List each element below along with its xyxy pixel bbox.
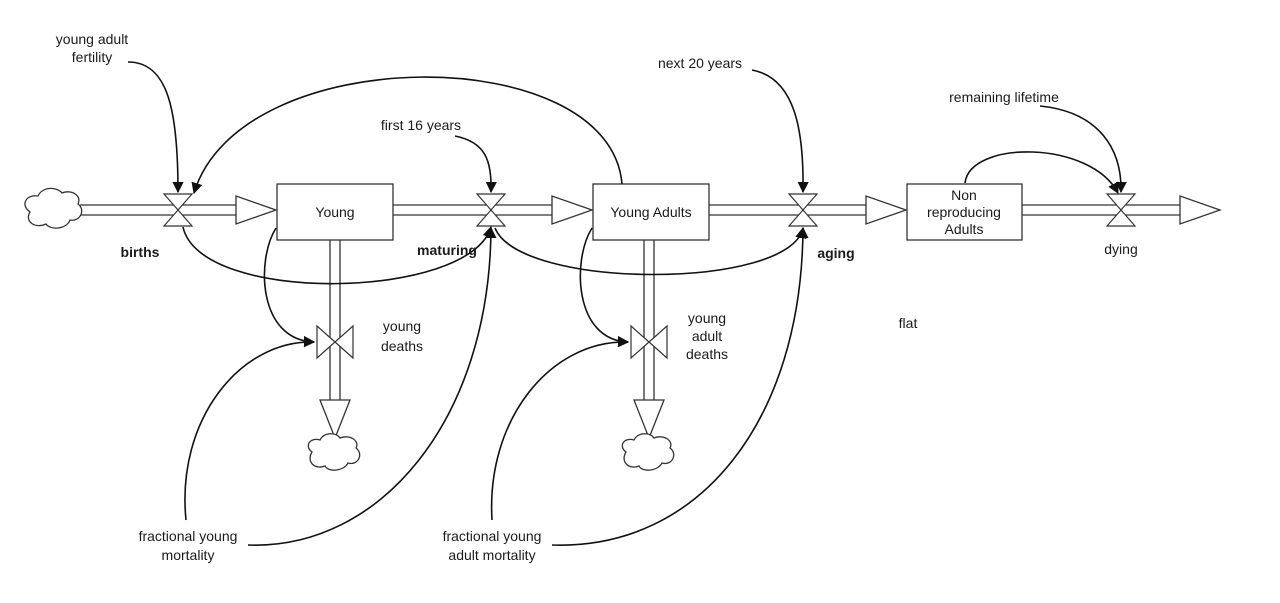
stock-non-reproducing-label-line2: reproducing bbox=[927, 204, 1001, 220]
young-adult-deaths-pipe bbox=[633, 240, 665, 440]
stock-non-reproducing-adults[interactable]: Non reproducing Adults bbox=[906, 183, 1023, 241]
fractional-young-adult-mortality-label-line1: fractional young bbox=[443, 528, 542, 544]
first-16-years-label: first 16 years bbox=[381, 117, 461, 133]
link-first16-to-maturing bbox=[454, 135, 497, 194]
link-young-adults-to-births bbox=[191, 76, 623, 195]
next-20-years-label: next 20 years bbox=[658, 55, 742, 71]
link-remaining-to-dying bbox=[1039, 105, 1127, 194]
dying-label: dying bbox=[1104, 241, 1137, 257]
stock-young[interactable]: Young bbox=[276, 183, 394, 241]
young-deaths-sink-cloud-icon bbox=[307, 433, 361, 471]
fractional-young-mortality-label-line2: mortality bbox=[162, 547, 215, 563]
young-deaths-valve-icon[interactable] bbox=[316, 324, 354, 360]
births-valve-icon[interactable] bbox=[162, 193, 194, 227]
flat-label: flat bbox=[899, 315, 918, 331]
maturing-valve-icon[interactable] bbox=[475, 193, 507, 227]
main-flow-pipe bbox=[80, 195, 1222, 225]
aging-valve-icon[interactable] bbox=[787, 193, 819, 227]
fractional-young-adult-mortality-label-line2: adult mortality bbox=[448, 547, 535, 563]
young-deaths-label-line1: young bbox=[383, 318, 421, 334]
link-young-to-young-deaths bbox=[263, 227, 316, 348]
source-cloud-icon bbox=[24, 187, 83, 229]
young-deaths-label-line2: deaths bbox=[381, 338, 423, 354]
young-adult-deaths-valve-icon[interactable] bbox=[630, 324, 668, 360]
stock-young-adults-label: Young Adults bbox=[610, 204, 691, 220]
young-adult-deaths-label-line1: young bbox=[688, 310, 726, 326]
link-fyam-to-aging bbox=[551, 226, 809, 546]
births-label: births bbox=[121, 244, 160, 260]
young-adult-deaths-label-line3: deaths bbox=[686, 346, 728, 362]
stock-young-label: Young bbox=[315, 204, 354, 220]
maturing-label: maturing bbox=[417, 242, 477, 258]
link-young-adults-to-aging bbox=[494, 226, 807, 276]
link-fertility-to-births bbox=[127, 61, 184, 194]
link-next20-to-aging bbox=[751, 69, 809, 194]
stock-young-adults[interactable]: Young Adults bbox=[592, 183, 710, 241]
link-nonrepro-to-dying bbox=[964, 151, 1119, 194]
link-young-to-maturing bbox=[182, 225, 494, 285]
remaining-lifetime-label: remaining lifetime bbox=[949, 89, 1059, 105]
young-adult-deaths-sink-cloud-icon bbox=[621, 433, 675, 471]
link-young-adults-to-ya-deaths bbox=[579, 227, 630, 348]
stock-non-reproducing-label-line3: Adults bbox=[945, 221, 984, 237]
stock-non-reproducing-label-line1: Non bbox=[951, 187, 977, 203]
link-fyam-to-ya-deaths bbox=[490, 336, 630, 521]
young-adult-fertility-label-line2: fertility bbox=[72, 49, 112, 65]
fractional-young-mortality-label-line1: fractional young bbox=[139, 528, 238, 544]
link-fym-to-maturing bbox=[247, 226, 497, 546]
young-deaths-pipe bbox=[319, 240, 351, 440]
aging-label: aging bbox=[817, 245, 854, 261]
young-adult-deaths-label-line2: adult bbox=[692, 328, 722, 344]
dying-valve-icon[interactable] bbox=[1105, 193, 1137, 227]
young-adult-fertility-label-line1: young adult bbox=[56, 31, 129, 47]
information-links bbox=[127, 61, 1127, 546]
link-fym-to-young-deaths bbox=[184, 336, 316, 521]
